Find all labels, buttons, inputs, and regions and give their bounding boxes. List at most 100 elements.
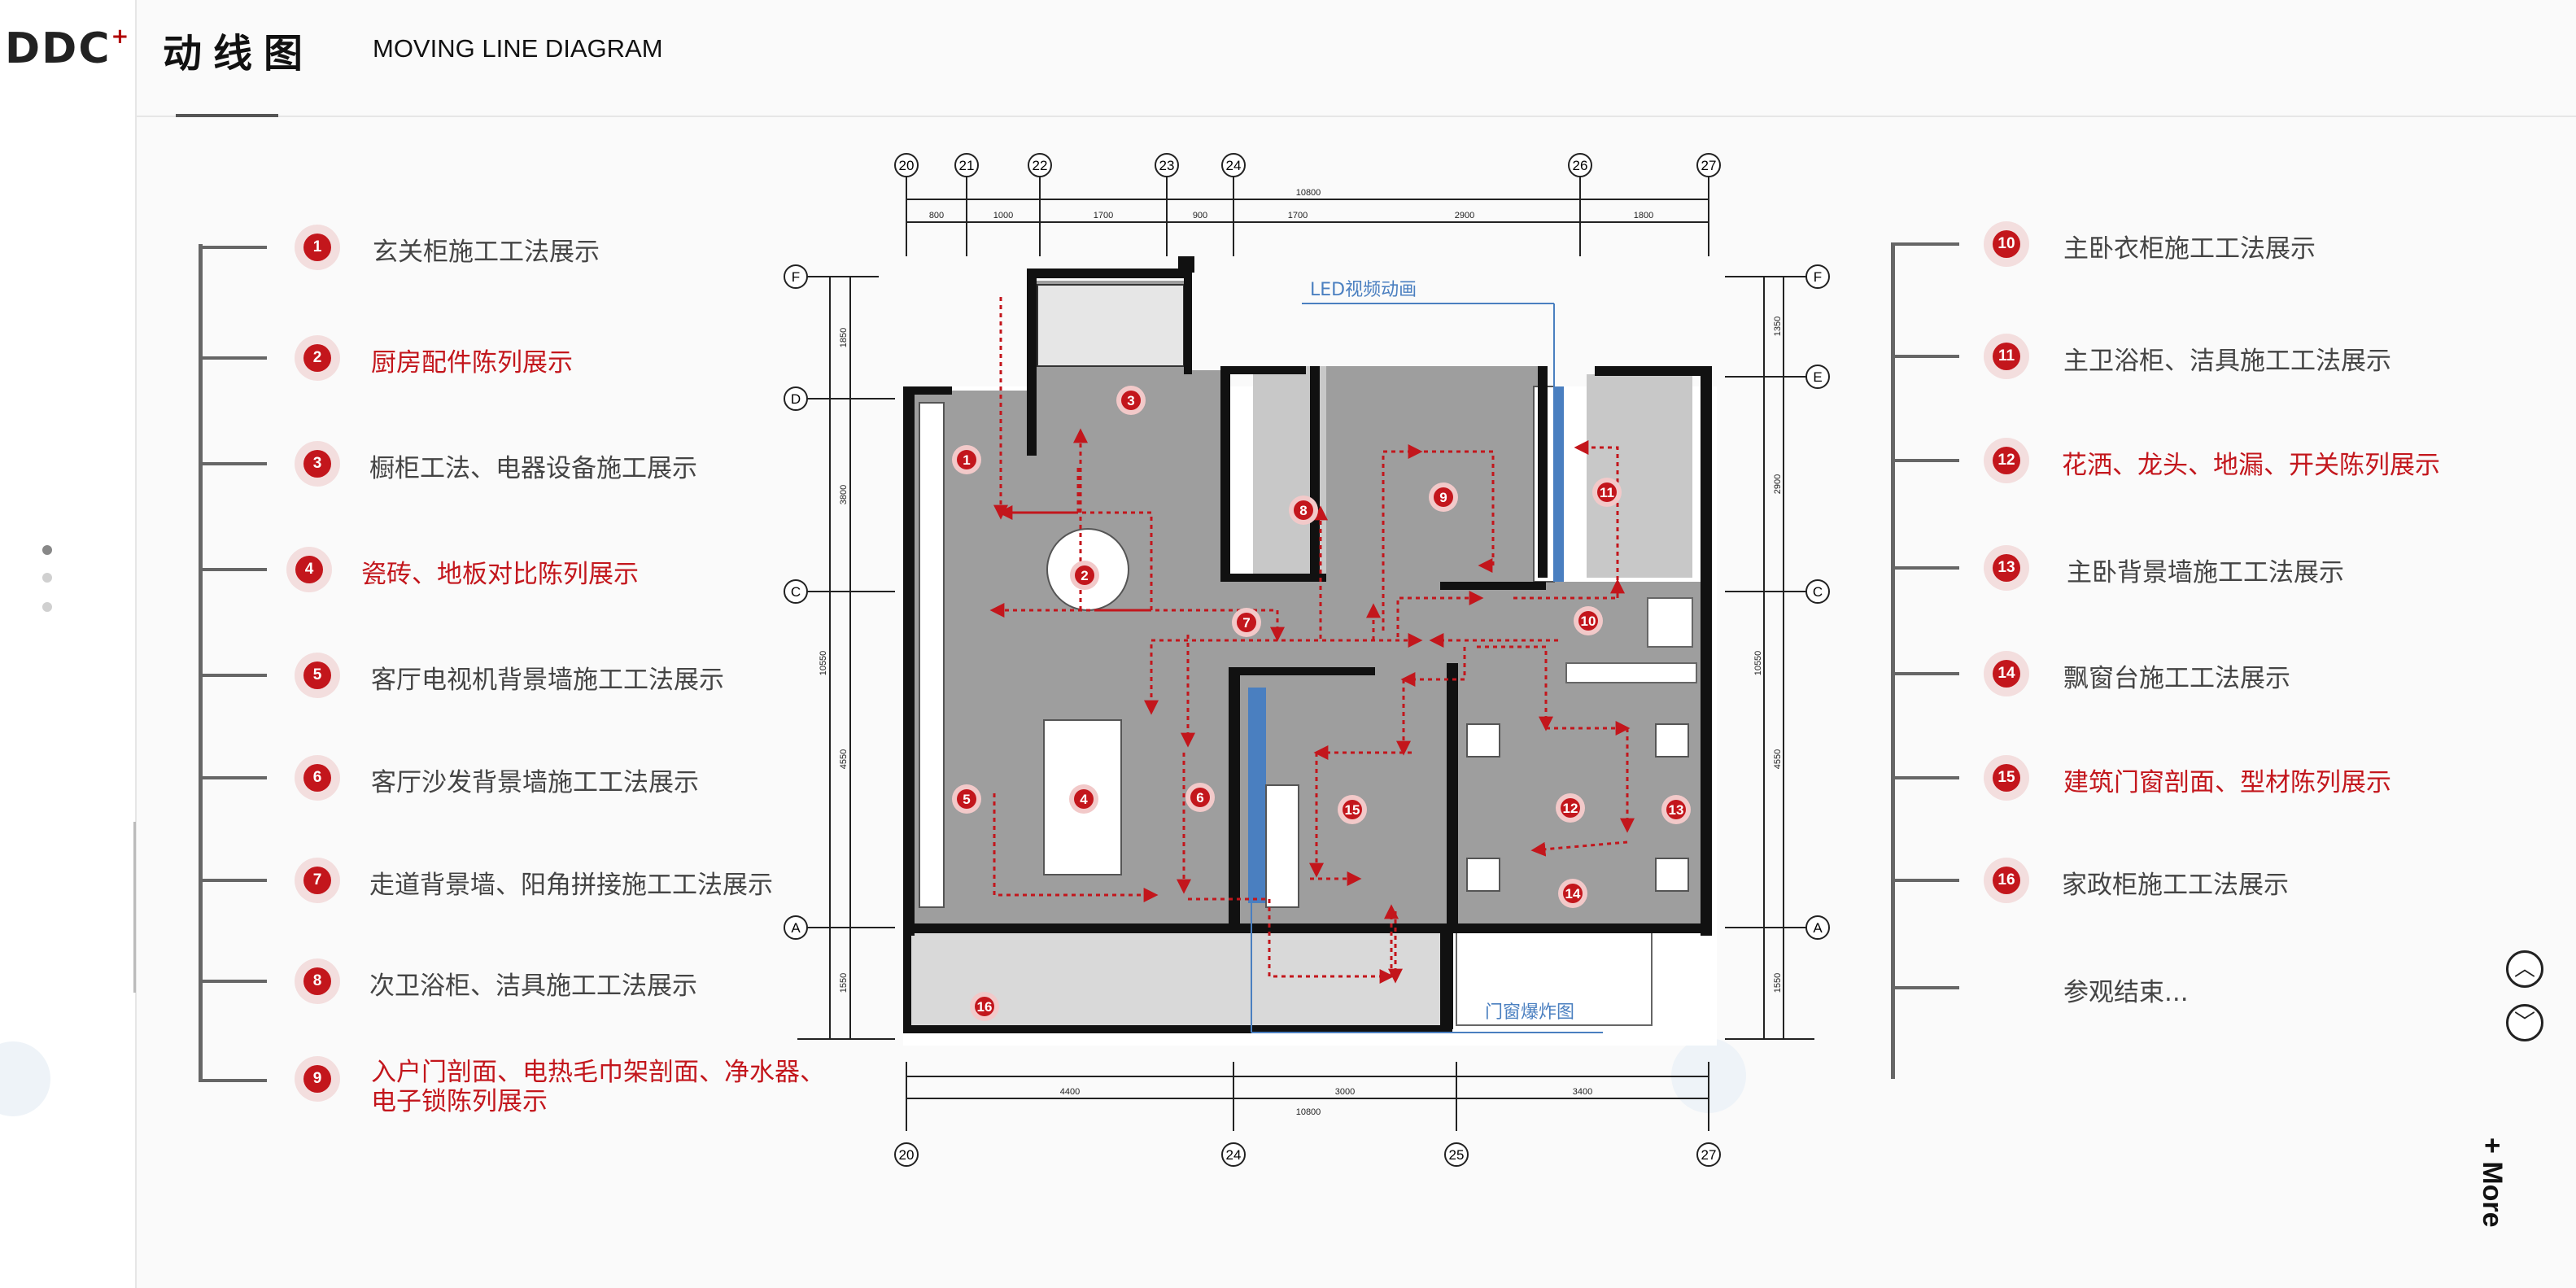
axis-bubbles-top: 20 21 22 23 24 26 27 <box>894 153 1721 177</box>
svg-text:1800: 1800 <box>1634 211 1653 220</box>
legend-item-4[interactable]: 4 瓷砖、地板对比陈列展示 <box>199 545 866 594</box>
svg-text:4550: 4550 <box>1773 749 1783 769</box>
header-accent <box>176 114 278 117</box>
legend-item-16[interactable]: 16 家政柜施工工法展示 <box>1891 856 2542 905</box>
legend-item-15[interactable]: 15 建筑门窗剖面、型材陈列展示 <box>1891 753 2542 802</box>
legend-item-5[interactable]: 5 客厅电视机背景墙施工工法展示 <box>199 651 866 700</box>
svg-text:2: 2 <box>1081 568 1088 583</box>
svg-text:6: 6 <box>1196 790 1203 806</box>
svg-text:门窗爆炸图: 门窗爆炸图 <box>1485 1002 1574 1023</box>
legend-item-6[interactable]: 6 客厅沙发背景墙施工工法展示 <box>199 753 866 802</box>
svg-text:7: 7 <box>1242 615 1250 631</box>
legend-item-3[interactable]: 3 橱柜工法、电器设备施工展示 <box>199 439 866 488</box>
legend-label: 玄关柜施工工法展示 <box>373 238 600 267</box>
svg-text:10550: 10550 <box>1753 651 1763 676</box>
legend-item-14[interactable]: 14 飘窗台施工工法展示 <box>1891 649 2542 698</box>
legend-item-13[interactable]: 13 主卧背景墙施工工法展示 <box>1891 544 2542 592</box>
plan-marker: 1 <box>952 445 981 474</box>
axis-bubble: 25 <box>1444 1142 1469 1167</box>
plan-marker: 9 <box>1429 482 1458 512</box>
chevron-up-icon: ︿ <box>2513 957 2535 981</box>
axis-bubble: 23 <box>1155 153 1179 177</box>
axis-bubble: 27 <box>1696 1142 1721 1167</box>
legend-badge: 14 <box>1984 651 2029 696</box>
legend-badge: 2 <box>295 335 340 381</box>
svg-text:21: 21 <box>959 158 975 173</box>
scroll-up-button[interactable]: ︿ <box>2506 950 2543 988</box>
plan-marker: 14 <box>1558 879 1587 908</box>
legend-badge: 6 <box>295 755 340 801</box>
legend-badge: 9 <box>295 1056 340 1102</box>
legend-label: 厨房配件陈列展示 <box>371 348 573 378</box>
plan-marker: 16 <box>970 992 999 1021</box>
legend-item-11[interactable]: 11 主卫浴柜、洁具施工工法展示 <box>1891 332 2542 381</box>
plan-marker: 3 <box>1116 386 1146 415</box>
floor-areas <box>903 281 1717 1046</box>
flow-arrows <box>989 297 1635 984</box>
plan-marker: 12 <box>1556 793 1585 823</box>
axis-bubble: 20 <box>894 1142 919 1167</box>
callout-led: LED视频动画 <box>1302 280 1555 582</box>
legend-label: 飘窗台施工工法展示 <box>2063 664 2290 693</box>
svg-text:1: 1 <box>963 452 970 468</box>
svg-text:1550: 1550 <box>839 973 849 993</box>
legend-label: 家政柜施工工法展示 <box>2062 871 2289 900</box>
legend-item-12[interactable]: 12 花洒、龙头、地漏、开关陈列展示 <box>1891 436 2542 485</box>
page-dot-3[interactable] <box>42 602 52 612</box>
svg-text:E: E <box>1813 369 1822 385</box>
svg-text:F: F <box>792 269 800 285</box>
legend-item-10[interactable]: 10 主卧衣柜施工工法展示 <box>1891 220 2542 269</box>
svg-text:26: 26 <box>1573 158 1588 173</box>
svg-text:15: 15 <box>1345 802 1360 818</box>
legend-badge: 16 <box>1984 858 2029 903</box>
legend-label: 主卧背景墙施工工法展示 <box>2067 558 2344 587</box>
legend-label: 橱柜工法、电器设备施工展示 <box>369 454 697 483</box>
legend-item-1[interactable]: 1 玄关柜施工工法展示 <box>199 223 866 272</box>
plan-marker: 8 <box>1289 496 1318 525</box>
bottom-dimension-text: 4400 3000 3400 10800 <box>1060 1087 1592 1117</box>
legend-badge: 8 <box>295 958 340 1004</box>
more-link[interactable]: + More <box>2476 1137 2508 1228</box>
legend-badge: 11 <box>1984 334 2029 379</box>
svg-text:25: 25 <box>1449 1147 1465 1163</box>
axis-bubble: 26 <box>1568 153 1592 177</box>
callout-window: 门窗爆炸图 <box>1251 903 1603 1033</box>
scroll-down-button[interactable]: ﹀ <box>2506 1004 2543 1041</box>
legend-badge: 4 <box>286 547 332 592</box>
axis-bubble: C <box>784 579 808 604</box>
plan-marker: 2 <box>1070 561 1099 590</box>
legend-item-7[interactable]: 7 走道背景墙、阳角拼接施工工法展示 <box>199 856 866 905</box>
legend-item-end[interactable]: 参观结束... <box>1891 963 2542 1012</box>
svg-text:16: 16 <box>977 999 993 1015</box>
svg-text:1700: 1700 <box>1094 211 1113 220</box>
page-dot-1[interactable] <box>42 545 52 555</box>
axis-bubble: 20 <box>894 153 919 177</box>
svg-text:F: F <box>1814 269 1822 285</box>
svg-text:A: A <box>791 920 801 936</box>
axis-bubble: D <box>784 386 808 411</box>
svg-text:2900: 2900 <box>1773 474 1783 494</box>
svg-text:10: 10 <box>1581 613 1596 629</box>
axis-bubble: F <box>1805 264 1830 289</box>
legend-item-9[interactable]: 9 入户门剖面、电热毛巾架剖面、净水器、 电子锁陈列展示 <box>199 1051 866 1124</box>
axis-bubble: 21 <box>954 153 979 177</box>
svg-text:1000: 1000 <box>993 211 1013 220</box>
svg-text:4400: 4400 <box>1060 1087 1080 1097</box>
svg-text:C: C <box>1813 584 1823 600</box>
svg-text:12: 12 <box>1563 801 1578 816</box>
ddc-logo: DDC+ <box>5 24 131 73</box>
legend-badge: 3 <box>295 441 340 487</box>
legend-badge: 13 <box>1984 545 2029 591</box>
walls <box>903 256 1712 1033</box>
legend-label: 主卫浴柜、洁具施工工法展示 <box>2063 347 2391 376</box>
header-rule <box>135 116 2576 117</box>
svg-text:9: 9 <box>1439 490 1447 505</box>
legend-item-2[interactable]: 2 厨房配件陈列展示 <box>199 334 866 382</box>
svg-text:1550: 1550 <box>1773 973 1783 993</box>
svg-text:3400: 3400 <box>1573 1087 1592 1097</box>
top-dimension-lines <box>797 175 1814 1131</box>
legend-item-8[interactable]: 8 次卫浴柜、洁具施工工法展示 <box>199 957 866 1006</box>
page-dot-2[interactable] <box>42 573 52 583</box>
axis-bubble: F <box>784 264 808 289</box>
svg-text:23: 23 <box>1159 158 1175 173</box>
